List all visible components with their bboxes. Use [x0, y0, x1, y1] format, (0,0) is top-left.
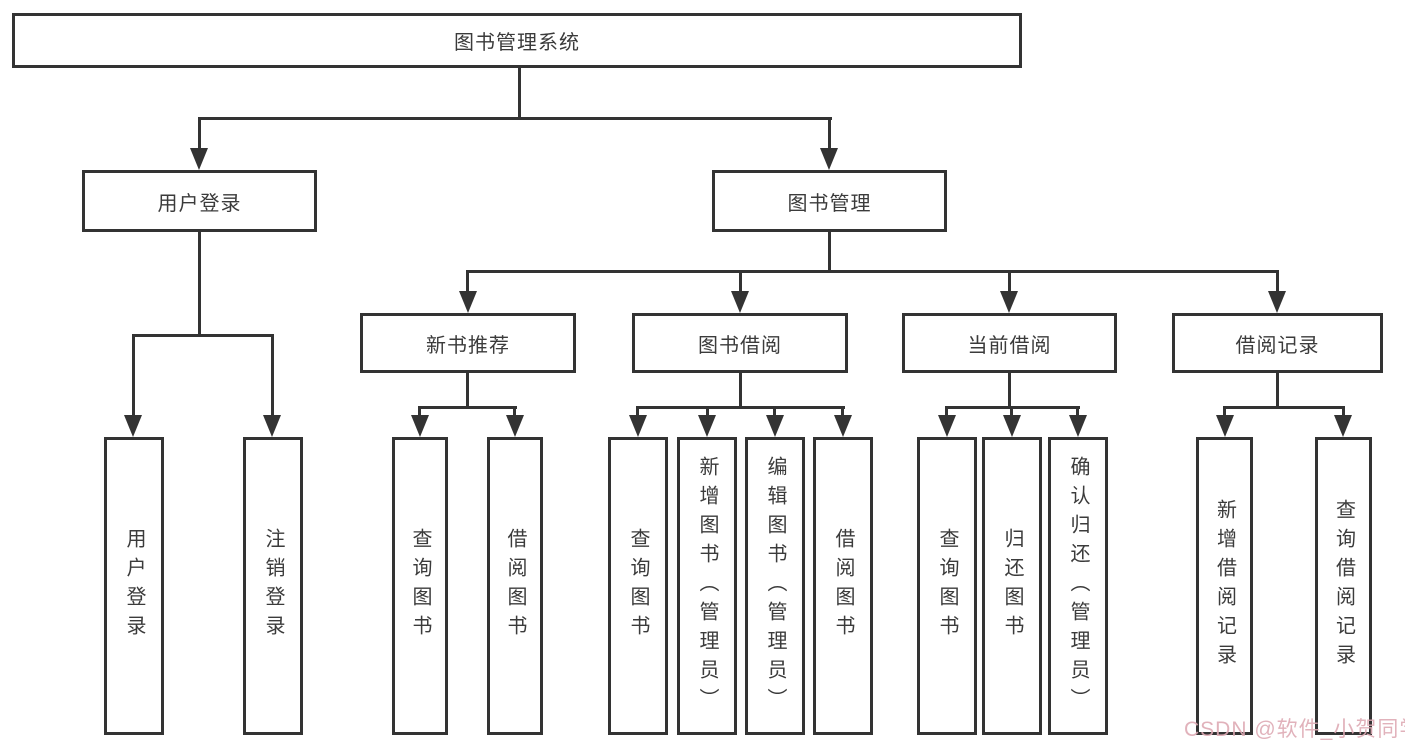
connector-line — [198, 232, 201, 337]
leaf-borrow-books: 借阅图书 — [813, 437, 873, 735]
node-label: 新书推荐 — [426, 334, 510, 357]
leaf-user-login: 用户登录 — [104, 437, 164, 735]
arrowhead-down-icon — [1334, 415, 1352, 437]
connector-line — [466, 373, 469, 409]
leaf-logout-login: 注销登录 — [243, 437, 303, 735]
connector-line — [1008, 270, 1011, 293]
leaf-edit-books-admin: 编辑图书（管理员） — [745, 437, 805, 735]
node-new-book-recommendation: 新书推荐 — [360, 313, 576, 373]
leaf-query-books: 查询图书 — [392, 437, 448, 735]
leaf-label: 查询图书 — [936, 528, 958, 644]
arrowhead-down-icon — [698, 415, 716, 437]
connector-line — [739, 270, 742, 293]
connector-line — [1276, 270, 1279, 293]
connector-line — [1076, 406, 1079, 418]
connector-line — [132, 334, 274, 337]
node-user-login: 用户登录 — [82, 170, 317, 232]
connector-line — [1008, 373, 1011, 409]
leaf-label: 查询图书 — [409, 528, 431, 644]
node-borrowing-records: 借阅记录 — [1172, 313, 1383, 373]
connector-line — [466, 270, 1279, 273]
connector-line — [706, 406, 709, 418]
arrowhead-down-icon — [124, 415, 142, 437]
leaf-query-books: 查询图书 — [917, 437, 977, 735]
arrowhead-down-icon — [731, 291, 749, 313]
leaf-confirm-return-admin: 确认归还（管理员） — [1048, 437, 1108, 735]
leaf-label: 编辑图书（管理员） — [764, 455, 786, 717]
csdn-watermark: CSDN @软件_小贺同学 — [1184, 718, 1405, 741]
arrowhead-down-icon — [820, 148, 838, 170]
connector-line — [466, 270, 469, 293]
connector-line — [1276, 373, 1279, 409]
connector-line — [418, 406, 421, 418]
connector-line — [1223, 406, 1345, 409]
node-label: 借阅记录 — [1235, 334, 1320, 357]
arrowhead-down-icon — [263, 415, 281, 437]
node-label: 图书管理系统 — [454, 32, 580, 54]
connector-line — [198, 117, 201, 150]
arrowhead-down-icon — [459, 291, 477, 313]
connector-line — [828, 232, 831, 273]
arrowhead-down-icon — [1003, 415, 1021, 437]
arrowhead-down-icon — [1069, 415, 1087, 437]
leaf-label: 归还图书 — [1001, 528, 1023, 644]
connector-line — [636, 406, 639, 418]
leaf-label: 注销登录 — [262, 528, 284, 644]
leaf-label: 查询图书 — [627, 528, 649, 644]
node-book-borrowing: 图书借阅 — [632, 313, 848, 373]
connector-line — [1342, 406, 1345, 418]
leaf-label: 借阅图书 — [504, 528, 526, 644]
arrowhead-down-icon — [834, 415, 852, 437]
connector-line — [828, 117, 831, 150]
connector-line — [132, 334, 135, 417]
connector-line — [513, 406, 516, 418]
leaf-add-borrow-record: 新增借阅记录 — [1196, 437, 1253, 735]
arrowhead-down-icon — [938, 415, 956, 437]
arrowhead-down-icon — [190, 148, 208, 170]
connector-line — [945, 406, 948, 418]
connector-line — [271, 334, 274, 417]
leaf-borrow-books: 借阅图书 — [487, 437, 543, 735]
connector-line — [739, 373, 742, 409]
leaf-label: 用户登录 — [123, 528, 145, 644]
arrowhead-down-icon — [411, 415, 429, 437]
connector-line — [518, 68, 521, 118]
node-current-borrowing: 当前借阅 — [902, 313, 1117, 373]
connector-line — [773, 406, 776, 418]
leaf-query-borrow-record: 查询借阅记录 — [1315, 437, 1372, 735]
arrowhead-down-icon — [1268, 291, 1286, 313]
connector-line — [1010, 406, 1013, 418]
leaf-label: 新增借阅记录 — [1213, 499, 1236, 673]
leaf-label: 查询借阅记录 — [1332, 499, 1355, 673]
leaf-label: 新增图书（管理员） — [696, 455, 718, 717]
node-label: 图书管理 — [787, 192, 872, 215]
node-label: 当前借阅 — [967, 334, 1052, 357]
node-library-system: 图书管理系统 — [12, 13, 1022, 68]
leaf-add-books-admin: 新增图书（管理员） — [677, 437, 737, 735]
arrowhead-down-icon — [766, 415, 784, 437]
node-label: 图书借阅 — [698, 334, 782, 357]
arrowhead-down-icon — [1000, 291, 1018, 313]
arrowhead-down-icon — [629, 415, 647, 437]
leaf-return-books: 归还图书 — [982, 437, 1042, 735]
connector-line — [636, 406, 845, 409]
node-book-management: 图书管理 — [712, 170, 947, 232]
arrowhead-down-icon — [1216, 415, 1234, 437]
leaf-label: 确认归还（管理员） — [1067, 455, 1089, 717]
node-label: 用户登录 — [157, 192, 242, 215]
connector-line — [418, 406, 517, 409]
leaf-label: 借阅图书 — [832, 528, 854, 644]
leaf-query-books: 查询图书 — [608, 437, 668, 735]
connector-line — [198, 117, 832, 120]
connector-line — [841, 406, 844, 418]
connector-line — [1223, 406, 1226, 418]
arrowhead-down-icon — [506, 415, 524, 437]
